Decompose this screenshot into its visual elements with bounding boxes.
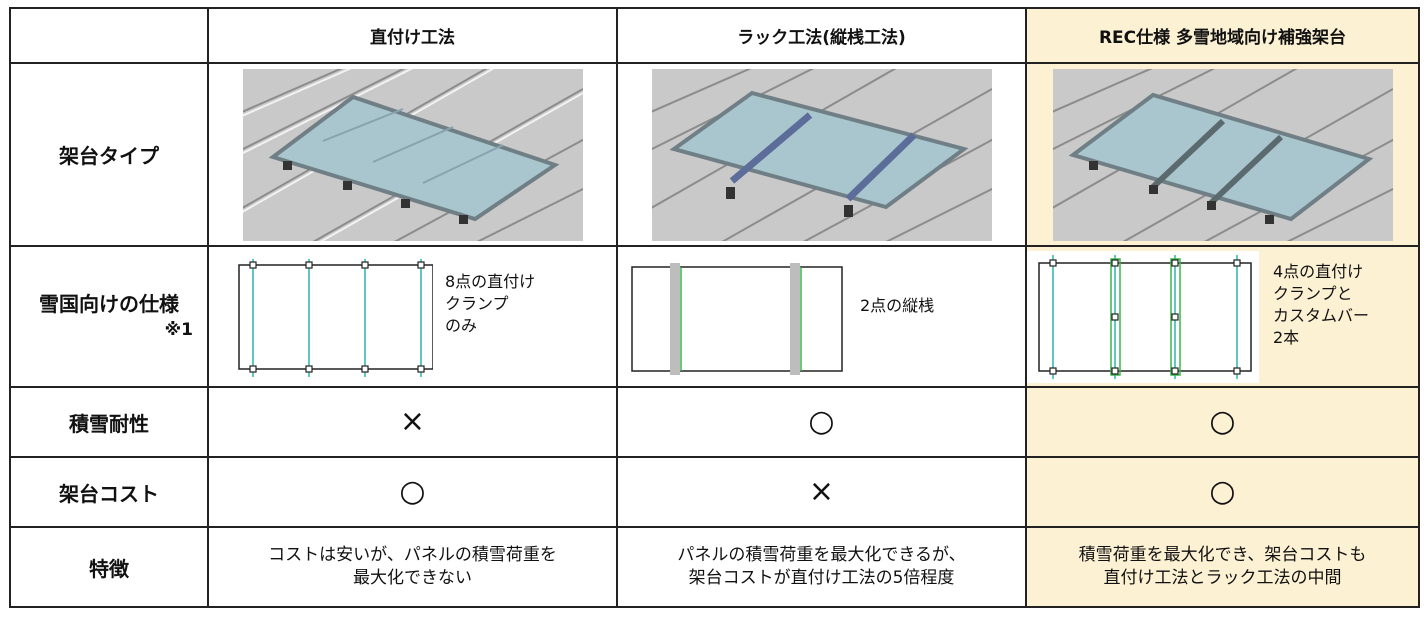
mount-cost-direct: ○ bbox=[207, 456, 618, 528]
rack-mount-image bbox=[651, 68, 992, 241]
comparison-table: 直付け工法 ラック工法(縦桟工法) REC仕様 多雪地域向け補強架台 架台タイプ bbox=[9, 7, 1420, 608]
features-rack: パネルの積雪荷重を最大化できるが、 架台コストが直付け工法の5倍程度 bbox=[616, 526, 1027, 608]
features-rec: 積雪荷重を最大化でき、架台コストも 直付け工法とラック工法の中間 bbox=[1025, 526, 1420, 608]
rec-clamp-bar-diagram bbox=[1027, 250, 1259, 383]
snow-resistance-rack: ○ bbox=[616, 386, 1027, 458]
features-direct: コストは安いが、パネルの積雪荷重を 最大化できない bbox=[207, 526, 618, 608]
mount-cost-rec: ○ bbox=[1025, 456, 1420, 528]
features-direct-line1: コストは安いが、パネルの積雪荷重を bbox=[268, 545, 557, 565]
snow-resistance-rec: ○ bbox=[1025, 386, 1420, 458]
direct-spec-note: 8点の直付け クランプ のみ bbox=[445, 271, 536, 335]
features-direct-line2: 最大化できない bbox=[353, 568, 472, 588]
header-rack-method: ラック工法(縦桟工法) bbox=[616, 7, 1027, 64]
features-rack-line2: 架台コストが直付け工法の5倍程度 bbox=[688, 568, 955, 588]
direct-mount-render bbox=[207, 62, 618, 247]
rec-mount-render bbox=[1025, 62, 1420, 247]
footnote-ref: ※1 bbox=[164, 319, 193, 340]
features-rack-line1: パネルの積雪荷重を最大化できるが、 bbox=[677, 545, 966, 565]
direct-spec-cell: 8点の直付け クランプ のみ bbox=[207, 245, 618, 388]
header-direct-method: 直付け工法 bbox=[207, 7, 618, 64]
rack-rail-diagram bbox=[631, 262, 843, 375]
rack-spec-cell: 2点の縦桟 bbox=[616, 245, 1027, 388]
row-label-features: 特徴 bbox=[9, 526, 209, 608]
snow-spec-label: 雪国向けの仕様 bbox=[39, 291, 179, 316]
features-rec-line2: 直付け工法とラック工法の中間 bbox=[1103, 568, 1342, 588]
rec-spec-cell: 4点の直付け クランプと カスタムバー 2本 bbox=[1025, 245, 1420, 388]
row-label-snow-spec: 雪国向けの仕様 ※1 bbox=[9, 245, 209, 388]
rack-mount-render bbox=[616, 62, 1027, 247]
mount-cost-rack: × bbox=[616, 456, 1027, 528]
row-label-snow-resistance: 積雪耐性 bbox=[9, 386, 209, 458]
direct-mount-image bbox=[242, 68, 583, 241]
header-empty-cell bbox=[9, 7, 209, 64]
snow-resistance-direct: × bbox=[207, 386, 618, 458]
header-rec-spec: REC仕様 多雪地域向け補強架台 bbox=[1025, 7, 1420, 64]
direct-clamp-diagram bbox=[238, 258, 433, 377]
row-label-mount-cost: 架台コスト bbox=[9, 456, 209, 528]
rack-spec-note: 2点の縦桟 bbox=[860, 295, 935, 315]
rec-mount-image bbox=[1052, 68, 1393, 241]
row-label-mount-type: 架台タイプ bbox=[9, 62, 209, 247]
features-rec-line1: 積雪荷重を最大化でき、架台コストも bbox=[1078, 545, 1367, 565]
rec-spec-note: 4点の直付け クランプと カスタムバー 2本 bbox=[1273, 261, 1370, 347]
